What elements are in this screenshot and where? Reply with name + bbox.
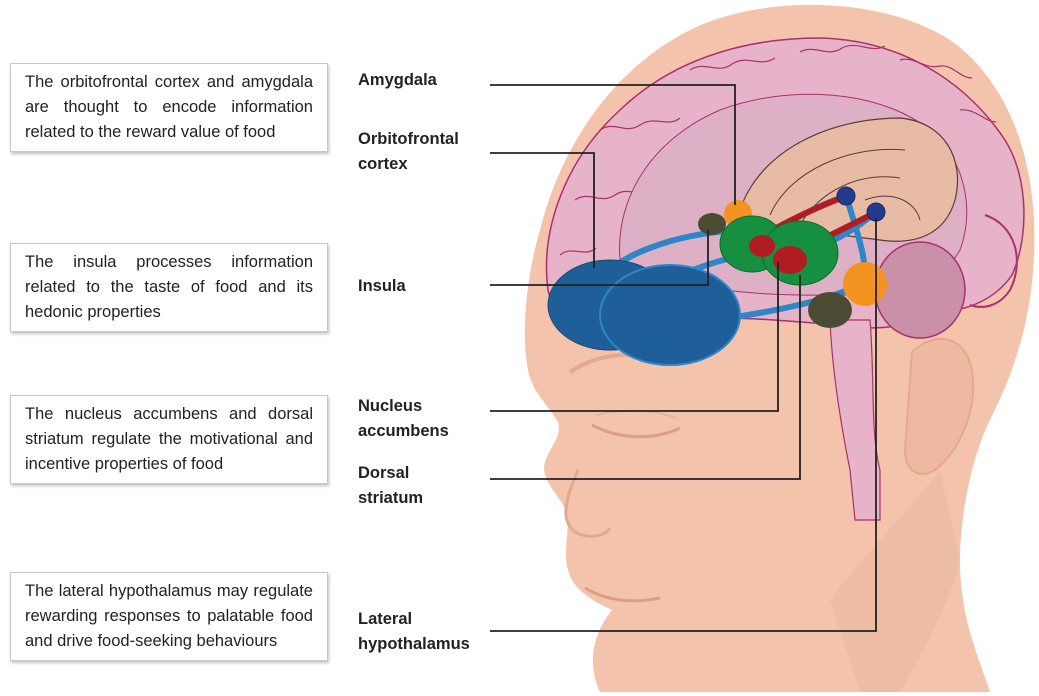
cerebellum-folds <box>969 214 1018 308</box>
brainstem <box>829 319 881 521</box>
leader-orbitofrontal <box>490 152 595 268</box>
cerebellum <box>874 241 966 339</box>
leader-lines <box>490 84 877 632</box>
leader-lateral <box>490 218 877 632</box>
leader-amygdala <box>490 84 736 205</box>
info-box-hypothalamus: The lateral hypothalamus may regulate re… <box>10 572 328 661</box>
leader-nucleus <box>490 262 779 412</box>
mouth <box>584 586 661 603</box>
red-region-left <box>749 235 775 257</box>
nose <box>564 469 612 538</box>
leader-dorsal <box>490 275 801 480</box>
label-insula: Insula <box>358 277 406 295</box>
nucleus-accumbens-region <box>773 246 807 274</box>
olive-region-left <box>698 213 726 235</box>
blue-node-1 <box>836 186 856 206</box>
olive-region-lower <box>808 292 852 328</box>
brain-gyri <box>559 44 997 256</box>
hypothalamus-orange-region <box>843 262 887 306</box>
closed-eye <box>591 423 681 439</box>
leader-insula <box>490 230 709 286</box>
ear <box>903 337 975 475</box>
orbitofrontal-region <box>599 264 741 366</box>
info-box-reward-value: The orbitofrontal cortex and amygdala ar… <box>10 63 328 152</box>
neck-shade <box>830 470 960 692</box>
info-box-motivation: The nucleus accumbens and dorsal striatu… <box>10 395 328 484</box>
info-box-insula: The insula processes information related… <box>10 243 328 332</box>
label-amygdala: Amygdala <box>358 71 437 89</box>
